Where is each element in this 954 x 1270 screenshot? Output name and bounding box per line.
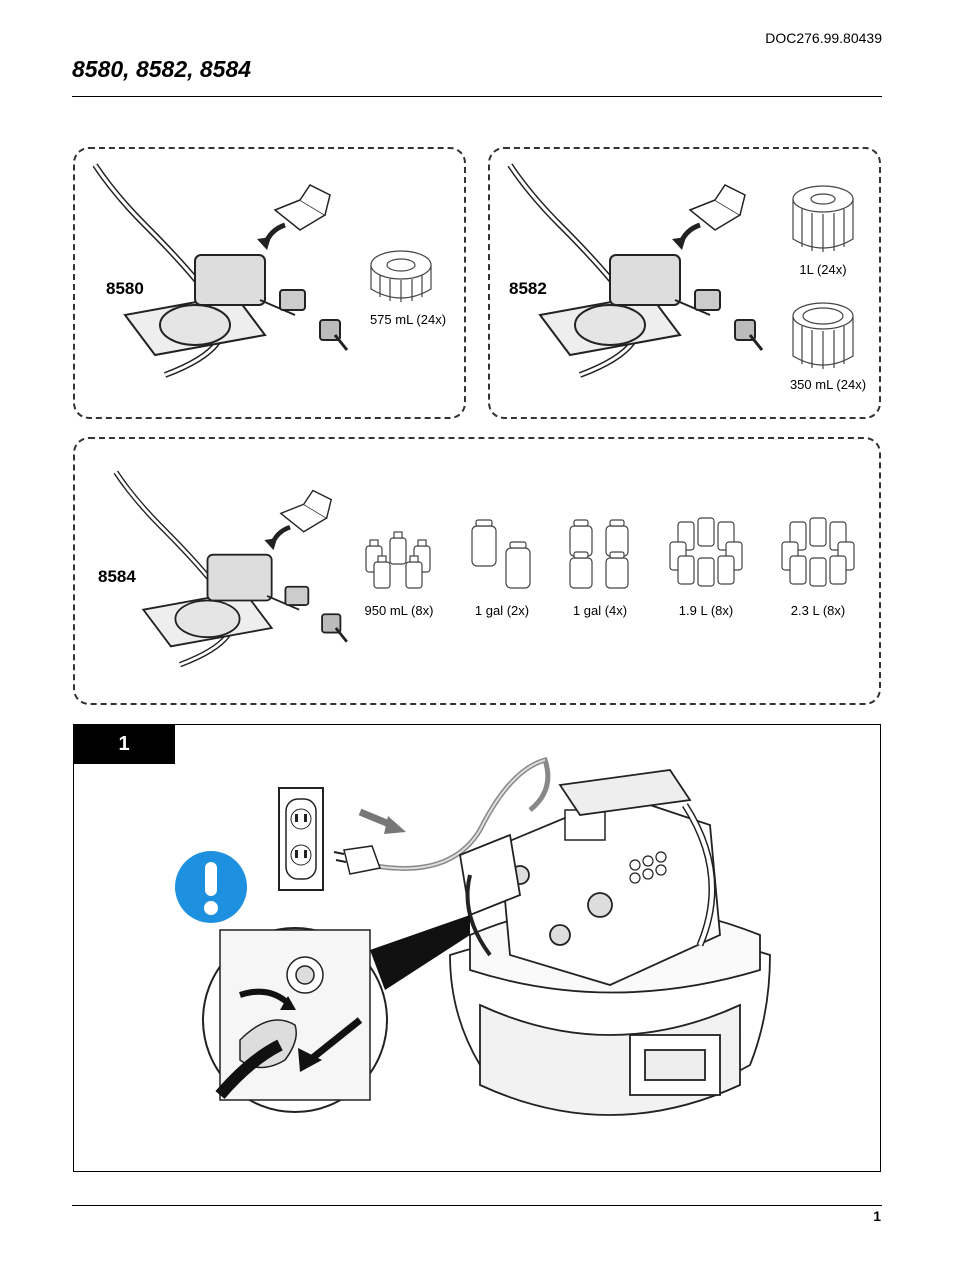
container-label: 2.3 L (8x) <box>790 603 846 618</box>
model-label-8580: 8580 <box>106 279 144 298</box>
document-id: DOC276.99.80439 <box>765 30 882 46</box>
model-label-8582: 8582 <box>509 279 547 298</box>
bottle-group-icon <box>781 517 855 587</box>
bottle-group-icon <box>569 519 629 589</box>
bottle-group-icon <box>365 531 431 589</box>
page-number: 1 <box>873 1208 881 1224</box>
bottle-ring-icon <box>792 185 854 252</box>
page-title: 8580, 8582, 8584 <box>72 56 252 82</box>
step-number: 1 <box>73 724 175 764</box>
container-label: 575 mL (24x) <box>369 312 447 327</box>
container-label: 350 mL (24x) <box>789 377 867 392</box>
step-box <box>73 724 881 1172</box>
caution-icon <box>175 851 247 923</box>
wall-outlet-icon <box>278 787 324 891</box>
power-plug-illustration <box>333 756 551 875</box>
header-rule <box>72 96 882 97</box>
panel-8580 <box>73 147 466 419</box>
model-label-8584: 8584 <box>98 567 136 586</box>
bottle-group-icon <box>669 517 743 587</box>
sampler-unit-illustration <box>449 769 771 1116</box>
bottle-ring-icon <box>792 302 854 369</box>
container-label: 1 gal (2x) <box>474 603 530 618</box>
sampler-arm-illustration-8584 <box>113 470 348 668</box>
container-label: 1L (24x) <box>799 262 847 277</box>
bottle-ring-icon <box>370 250 432 302</box>
connector-zoom-callout <box>202 915 470 1113</box>
container-label: 1 gal (4x) <box>572 603 628 618</box>
bottle-group-icon <box>471 519 531 589</box>
panel-8584 <box>73 437 881 705</box>
footer-rule <box>72 1205 882 1206</box>
sampler-arm-illustration-8580 <box>92 163 349 378</box>
panel-8582 <box>488 147 881 419</box>
container-label: 1.9 L (8x) <box>678 603 734 618</box>
sampler-arm-illustration-8582 <box>507 163 764 378</box>
container-label: 950 mL (8x) <box>364 603 434 618</box>
